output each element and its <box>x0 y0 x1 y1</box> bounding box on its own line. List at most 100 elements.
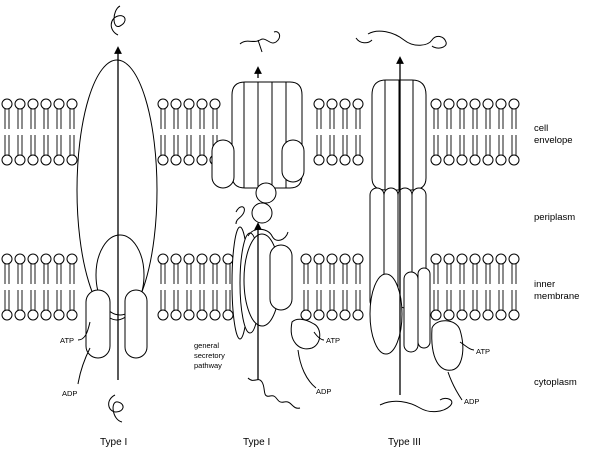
inner-lipid-head <box>40 309 52 321</box>
inner-lipid-head <box>196 253 208 265</box>
type-i-caption: Type I <box>100 437 127 448</box>
outer-lipid-head <box>196 98 208 110</box>
outer-lipid-head <box>352 98 364 110</box>
outer-lipid-head <box>157 154 169 166</box>
inner-lipid-head <box>1 253 13 265</box>
type-ii-atpase <box>290 318 321 350</box>
inner-lipid-head <box>183 309 195 321</box>
outer-lipid-head <box>66 98 78 110</box>
type-iii-adp-arrow <box>447 371 463 401</box>
outer-lipid-head <box>209 98 221 110</box>
type-ii-protein-cytoplasm <box>247 377 301 409</box>
outer-lipid-head <box>196 154 208 166</box>
inner-lipid-head <box>40 253 52 265</box>
type-i-adp-label: ADP <box>62 389 77 398</box>
outer-lipid-head <box>326 98 338 110</box>
inner-lipid-head <box>456 253 468 265</box>
outer-lipid-head <box>469 154 481 166</box>
label-envelope: envelope <box>534 135 573 146</box>
label-inner: inner <box>534 279 555 290</box>
inner-lipid-head <box>430 253 442 265</box>
outer-lipid-head <box>1 154 13 166</box>
inner-lipid-head <box>209 253 221 265</box>
inner-lipid-head <box>300 309 312 321</box>
type-i-secretion-system <box>76 5 158 423</box>
inner-lipid-head <box>14 253 26 265</box>
inner-lipid-head <box>196 309 208 321</box>
outer-lipid-head <box>456 154 468 166</box>
type-ii-adp-arrow <box>297 349 317 389</box>
inner-lipid-head <box>300 253 312 265</box>
outer-lipid-head <box>508 98 520 110</box>
inner-lipid-head <box>443 253 455 265</box>
inner-lipid-head <box>170 253 182 265</box>
type-iii-caption: Type III <box>388 437 421 448</box>
outer-lipid-head <box>443 98 455 110</box>
outer-lipid-head <box>27 154 39 166</box>
outer-lipid-head <box>469 98 481 110</box>
outer-lipid-head <box>53 154 65 166</box>
type-iii-protein-secreted <box>355 30 447 49</box>
type-iii-inner-ring-mid <box>403 271 419 353</box>
inner-lipid-head <box>495 253 507 265</box>
inner-lipid-head <box>339 253 351 265</box>
label-cell: cell <box>534 123 548 134</box>
outer-lipid-head <box>183 98 195 110</box>
inner-lipid-head <box>170 309 182 321</box>
inner-lipid-head <box>430 309 442 321</box>
gsp-label-2: secretory <box>194 351 225 360</box>
label-membrane: membrane <box>534 291 579 302</box>
outer-lipid-head <box>482 154 494 166</box>
type-ii-periplasmic-right <box>281 139 305 183</box>
inner-lipid-head <box>157 253 169 265</box>
type-iii-secretion-system <box>355 30 475 413</box>
label-cytoplasm: cytoplasm <box>534 377 577 388</box>
type-iii-atp-arrow <box>459 341 475 351</box>
type-iii-atpase <box>431 320 464 371</box>
inner-lipid-head <box>508 309 520 321</box>
outer-lipid-head <box>495 98 507 110</box>
inner-lipid-head <box>1 309 13 321</box>
outer-lipid-head <box>339 154 351 166</box>
type-ii-adp-label: ADP <box>316 387 331 396</box>
inner-lipid-head <box>456 309 468 321</box>
label-periplasm: periplasm <box>534 212 575 223</box>
type-ii-atp-label: ATP <box>326 336 340 345</box>
outer-lipid-head <box>313 154 325 166</box>
outer-lipid-head <box>352 154 364 166</box>
outer-lipid-head <box>482 98 494 110</box>
inner-lipid-head <box>469 309 481 321</box>
type-i-atp-label: ATP <box>60 336 74 345</box>
outer-lipid-head <box>456 98 468 110</box>
outer-lipid-head <box>14 154 26 166</box>
outer-lipid-head <box>1 98 13 110</box>
type-ii-inner-protein <box>269 244 293 311</box>
type-ii-atp-arrow <box>313 331 325 341</box>
inner-lipid-head <box>508 253 520 265</box>
inner-lipid-head <box>352 309 364 321</box>
inner-lipid-head <box>326 309 338 321</box>
inner-lipid-head <box>53 253 65 265</box>
outer-lipid-head <box>40 154 52 166</box>
outer-lipid-head <box>40 98 52 110</box>
type-iii-inner-ring-right <box>417 267 431 349</box>
outer-lipid-head <box>339 98 351 110</box>
type-ii-pilus-bead-2 <box>251 202 273 224</box>
inner-lipid-head <box>482 309 494 321</box>
outer-lipid-head <box>183 154 195 166</box>
inner-lipid-head <box>222 253 234 265</box>
outer-lipid-head <box>495 154 507 166</box>
inner-lipid-head <box>222 309 234 321</box>
outer-lipid-head <box>66 154 78 166</box>
outer-lipid-head <box>508 154 520 166</box>
outer-lipid-head <box>443 154 455 166</box>
type-ii-protein-secreted <box>239 31 281 53</box>
type-ii-periplasm-protein <box>235 206 289 241</box>
type-ii-secretion-system <box>211 31 325 409</box>
inner-lipid-head <box>157 309 169 321</box>
inner-lipid-head <box>469 253 481 265</box>
inner-lipid-head <box>313 253 325 265</box>
gsp-label-1: general <box>194 341 219 350</box>
type-i-protein-cytoplasm <box>108 394 124 423</box>
inner-lipid-head <box>27 309 39 321</box>
